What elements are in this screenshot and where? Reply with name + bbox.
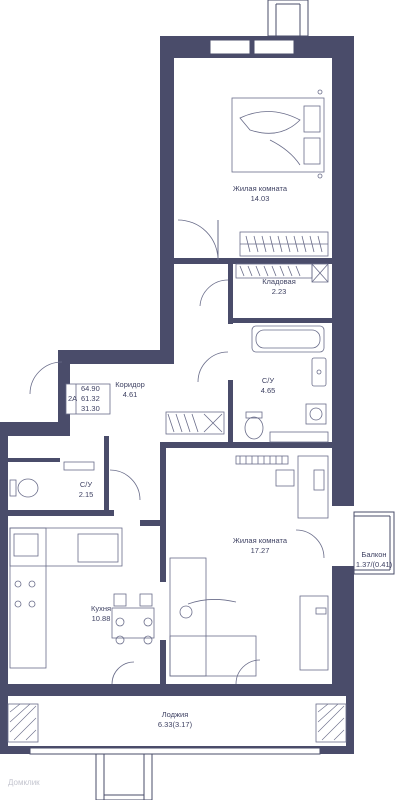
room-area: 2.23 xyxy=(271,287,287,296)
outer-walls xyxy=(0,36,354,754)
apartment-type: 2А xyxy=(68,394,78,403)
room-name: С/У xyxy=(261,376,275,385)
bed-icon xyxy=(231,89,325,179)
room-name: Балкон xyxy=(361,550,387,559)
room-area: 4.61 xyxy=(122,390,138,399)
room-area: 6.33(3.17) xyxy=(157,720,193,729)
balcony-outline xyxy=(353,511,395,575)
storage-shelves xyxy=(235,263,329,283)
washing-machine-icon xyxy=(305,403,327,425)
room-area: 10.88 xyxy=(91,614,111,623)
room-area: 4.65 xyxy=(260,386,276,395)
room-area: 2.15 xyxy=(78,490,94,499)
toilet-icon xyxy=(244,411,264,440)
room-name: Коридор xyxy=(115,380,145,389)
total-area: 64.90 xyxy=(81,384,100,393)
dining-table-icon xyxy=(111,593,155,645)
room-label-balcony: Балкон 1.37/(0.41) xyxy=(348,550,400,570)
sofa-icon xyxy=(169,557,257,677)
room-label-bedroom: Жилая комната 14.03 xyxy=(210,184,310,204)
desk-icon xyxy=(275,455,329,671)
room-label-bathroom-1: С/У 4.65 xyxy=(248,376,288,396)
bathtub-icon xyxy=(251,325,325,353)
room-label-living: Жилая комната 17.27 xyxy=(210,536,310,556)
room-area: 17.27 xyxy=(250,546,270,555)
living-area: 61.32 xyxy=(81,394,100,403)
room-area: 14.03 xyxy=(250,194,270,203)
room-name: Жилая комната xyxy=(232,184,288,193)
room-name: Кладовая xyxy=(262,277,296,286)
watermark: Домклик xyxy=(8,778,40,787)
inner-walls xyxy=(8,258,332,684)
room-name: Жилая комната xyxy=(232,536,288,545)
room-area: 1.37/(0.41) xyxy=(355,560,393,569)
window-top xyxy=(267,0,309,37)
room-label-kitchen: Кухня 10.88 xyxy=(76,604,126,624)
room-label-loggia: Лоджия 6.33(3.17) xyxy=(130,710,220,730)
room-label-storage: Кладовая 2.23 xyxy=(244,277,314,297)
rooms-area: 31.30 xyxy=(81,404,100,413)
wardrobe-icon xyxy=(239,231,329,257)
sink-icon xyxy=(311,357,327,387)
summary-box xyxy=(65,383,111,415)
room-name: Кухня xyxy=(90,604,112,613)
stove-icon xyxy=(9,527,123,669)
room-name: Лоджия xyxy=(161,710,189,719)
room-name: С/У xyxy=(79,480,93,489)
room-label-corridor: Коридор 4.61 xyxy=(100,380,160,400)
room-label-bathroom-2: С/У 2.15 xyxy=(66,480,106,500)
